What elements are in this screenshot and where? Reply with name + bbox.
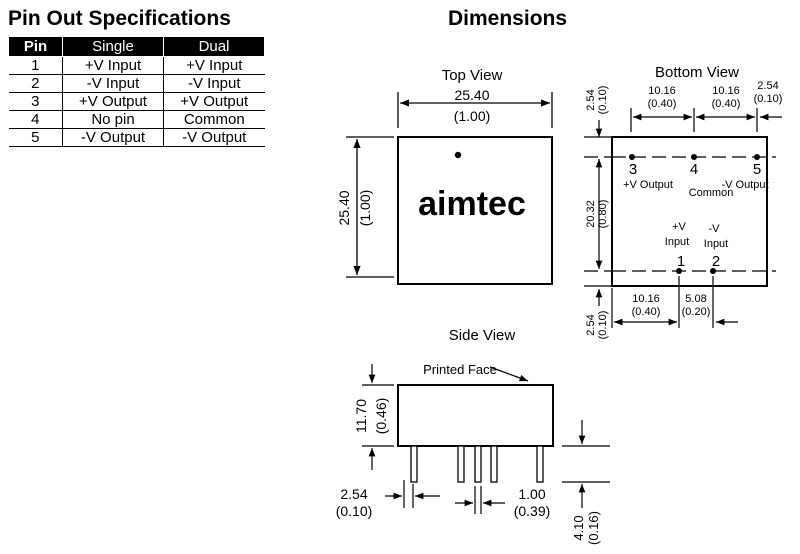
pin-len-in: (0.16) (586, 511, 601, 545)
bv-left-top-mm: 2.54 (585, 89, 597, 110)
side-pin (457, 445, 465, 483)
side-view-title: Side View (449, 327, 516, 344)
side-pin (536, 445, 544, 483)
side-view: Side View Printed Face 11.70 (0.46) 2.54… (336, 327, 610, 545)
top-height-in: (1.00) (357, 190, 373, 227)
pin-number: 5 (8, 128, 63, 147)
dimensions-title: Dimensions (448, 7, 568, 30)
pin5-label: -V Output (721, 179, 768, 191)
pinout-row: 2 -V Input -V Input (8, 74, 265, 93)
bv-left-bot-mm: 2.54 (585, 314, 597, 335)
pin-single: +V Input (62, 56, 164, 75)
pinout-header-row: Pin Single Dual (8, 36, 265, 57)
pin-dia-in: (0.39) (514, 503, 551, 519)
module-bottom-body (611, 136, 768, 287)
printed-face-label: Printed Face (423, 362, 497, 377)
pin5-number: 5 (753, 161, 761, 178)
pinout-title: Pin Out Specifications (8, 7, 231, 30)
pin-len-mm: 4.10 (571, 515, 586, 540)
bv-top-right-in: (0.10) (754, 93, 783, 105)
printed-face-leader (489, 366, 529, 382)
bv-left-mid-in: (0.80) (597, 200, 609, 229)
pin5-dot (754, 154, 760, 160)
pin-single: -V Output (62, 128, 164, 147)
pinout-header-dual: Dual (163, 36, 265, 57)
pinout-header-pin: Pin (8, 36, 63, 57)
pin1-label-a: +V (672, 221, 686, 233)
bv-bot-left-mm: 10.16 (632, 293, 660, 305)
top-height-mm: 25.40 (336, 190, 352, 225)
pin-dual: +V Output (163, 92, 265, 111)
pin1-dot (676, 268, 682, 274)
pin4-number: 4 (690, 161, 698, 178)
pinout-table: Pin Single Dual 1 +V Input +V Input 2 -V… (8, 36, 265, 147)
pin-number: 3 (8, 92, 63, 111)
module-side-body (397, 384, 554, 447)
pinout-row: 4 No pin Common (8, 110, 265, 129)
pin2-number: 2 (712, 253, 720, 270)
pin4-dot (691, 154, 697, 160)
pin-number: 1 (8, 56, 63, 75)
side-height-in: (0.46) (373, 398, 389, 435)
pin3-label: +V Output (623, 179, 673, 191)
bv-top-left-in: (0.40) (648, 98, 677, 110)
pin-single: -V Input (62, 74, 164, 93)
side-pin (474, 445, 482, 483)
pin-single: +V Output (62, 92, 164, 111)
pin-number: 4 (8, 110, 63, 129)
top-width-mm: 25.40 (454, 87, 489, 103)
pin2-label-a: -V (709, 223, 721, 235)
bv-left-top-in: (0.10) (597, 86, 609, 115)
pinout-row: 1 +V Input +V Input (8, 56, 265, 75)
pin-single: No pin (62, 110, 164, 129)
pin-offset-mm: 2.54 (340, 486, 367, 502)
pinout-header-single: Single (62, 36, 164, 57)
bv-top-mid-mm: 10.16 (712, 85, 740, 97)
side-pin (490, 445, 498, 483)
top-view: Top View 25.40 (1.00) aimtec 25.40 (1.00… (336, 67, 553, 285)
pin2-label-b: Input (704, 238, 728, 250)
pin3-dot (629, 154, 635, 160)
bottom-view-title: Bottom View (655, 64, 739, 81)
aimtec-logo: aimtec (418, 185, 526, 223)
top-view-title: Top View (442, 67, 503, 84)
module-top-body (397, 136, 553, 285)
bv-left-mid-mm: 20.32 (585, 200, 597, 228)
side-height-mm: 11.70 (353, 399, 369, 433)
bv-top-left-mm: 10.16 (648, 85, 676, 97)
bv-left-bot-in: (0.10) (597, 311, 609, 340)
bv-top-right-mm: 2.54 (757, 80, 778, 92)
top-width-in: (1.00) (454, 108, 491, 124)
pin2-dot (710, 268, 716, 274)
bottom-view: Bottom View 10.16 (0.40) 10.16 (0.40) 2.… (584, 64, 782, 339)
bv-top-mid-in: (0.40) (712, 98, 741, 110)
pin1-number: 1 (677, 253, 685, 270)
pinout-row: 3 +V Output +V Output (8, 92, 265, 111)
pin-dual: -V Output (163, 128, 265, 147)
pin-dual: +V Input (163, 56, 265, 75)
pin1-marker-dot (454, 151, 462, 159)
bv-bot-mid-in: (0.20) (682, 306, 711, 318)
pin-dual: -V Input (163, 74, 265, 93)
pin-dia-mm: 1.00 (518, 486, 545, 502)
bv-bot-mid-mm: 5.08 (685, 293, 706, 305)
pin-dual: Common (163, 110, 265, 129)
pin-number: 2 (8, 74, 63, 93)
pinout-row: 5 -V Output -V Output (8, 128, 265, 147)
side-pin (410, 445, 418, 483)
pin1-label-b: Input (665, 236, 689, 248)
bv-bot-left-in: (0.40) (632, 306, 661, 318)
pin-offset-in: (0.10) (336, 503, 373, 519)
pin3-number: 3 (629, 161, 637, 178)
pin4-label: Common (689, 187, 734, 199)
